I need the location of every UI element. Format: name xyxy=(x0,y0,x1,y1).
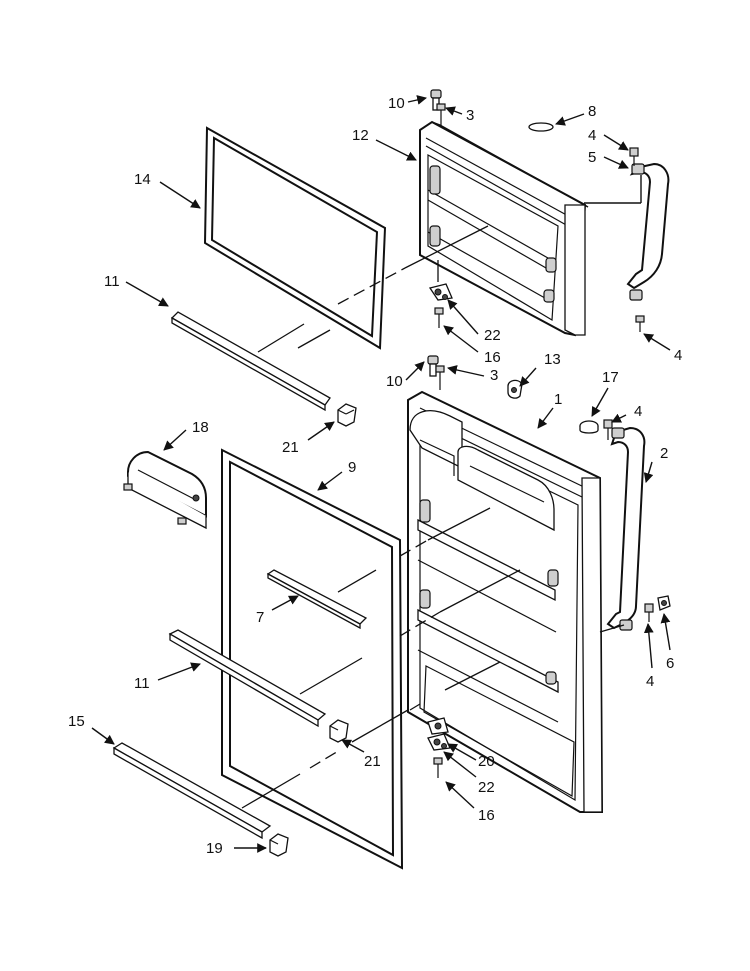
bottom-trim-strip xyxy=(112,742,272,840)
fresh-food-door-gasket xyxy=(221,448,404,870)
callout-9: 9 xyxy=(348,459,356,476)
callout-20: 20 xyxy=(478,753,495,770)
door-cap xyxy=(579,420,599,434)
callout-10-middle: 10 xyxy=(386,373,403,390)
callout-11-top: 11 xyxy=(104,273,120,290)
callout-16-bottom: 16 xyxy=(478,807,495,824)
callout-8: 8 xyxy=(588,103,596,120)
callout-21-top: 21 xyxy=(282,439,299,456)
callout-22-top: 22 xyxy=(484,327,501,344)
freezer-door-gasket xyxy=(203,126,387,350)
callout-3-middle: 3 xyxy=(490,367,498,384)
callout-2: 2 xyxy=(660,445,668,462)
callout-4-top: 4 xyxy=(588,127,596,144)
trim-end-cap xyxy=(329,719,349,743)
callout-10-top: 10 xyxy=(388,95,405,112)
callout-5: 5 xyxy=(588,149,596,166)
fresh-food-trim-strip xyxy=(168,629,327,728)
assembly-guide-lines xyxy=(241,225,521,809)
callout-4-handle: 4 xyxy=(634,403,642,420)
callout-14: 14 xyxy=(134,171,151,188)
callout-labels: 10 3 8 4 5 12 14 11 4 22 16 10 3 13 1 17… xyxy=(68,95,682,857)
callout-leaders xyxy=(91,95,671,853)
callout-13: 13 xyxy=(544,351,561,368)
dairy-compartment-door xyxy=(123,450,207,530)
fresh-food-handle xyxy=(606,426,646,631)
freezer-door xyxy=(419,120,589,337)
callout-6: 6 xyxy=(666,655,674,672)
callout-1: 1 xyxy=(554,391,562,408)
callout-19: 19 xyxy=(206,840,223,857)
callout-22-bottom: 22 xyxy=(478,779,495,796)
freezer-bottom-hinge xyxy=(428,260,453,328)
freezer-trim-end-cap xyxy=(337,403,357,427)
callout-17: 17 xyxy=(602,369,619,386)
freezer-top-fasteners xyxy=(430,89,645,332)
callout-16-top: 16 xyxy=(484,349,501,366)
fresh-food-door xyxy=(407,390,604,813)
handle-bottom-fasteners xyxy=(603,419,671,622)
fresh-food-bottom-hinge xyxy=(427,717,451,778)
gasket-retainer-strip xyxy=(266,569,368,630)
callout-21-bottom: 21 xyxy=(364,753,381,770)
center-hinge-fasteners xyxy=(427,355,523,399)
callout-18: 18 xyxy=(192,419,209,436)
callout-7: 7 xyxy=(256,609,264,626)
callout-12: 12 xyxy=(352,127,369,144)
callout-11-bottom: 11 xyxy=(134,675,150,692)
freezer-handle xyxy=(626,162,670,301)
bottom-trim-end-cap xyxy=(269,833,289,857)
callout-4-bottom: 4 xyxy=(646,673,654,690)
callout-3-top: 3 xyxy=(466,107,474,124)
callout-15: 15 xyxy=(68,713,85,730)
callout-4-right: 4 xyxy=(674,347,682,364)
freezer-trim-strip xyxy=(170,311,331,412)
